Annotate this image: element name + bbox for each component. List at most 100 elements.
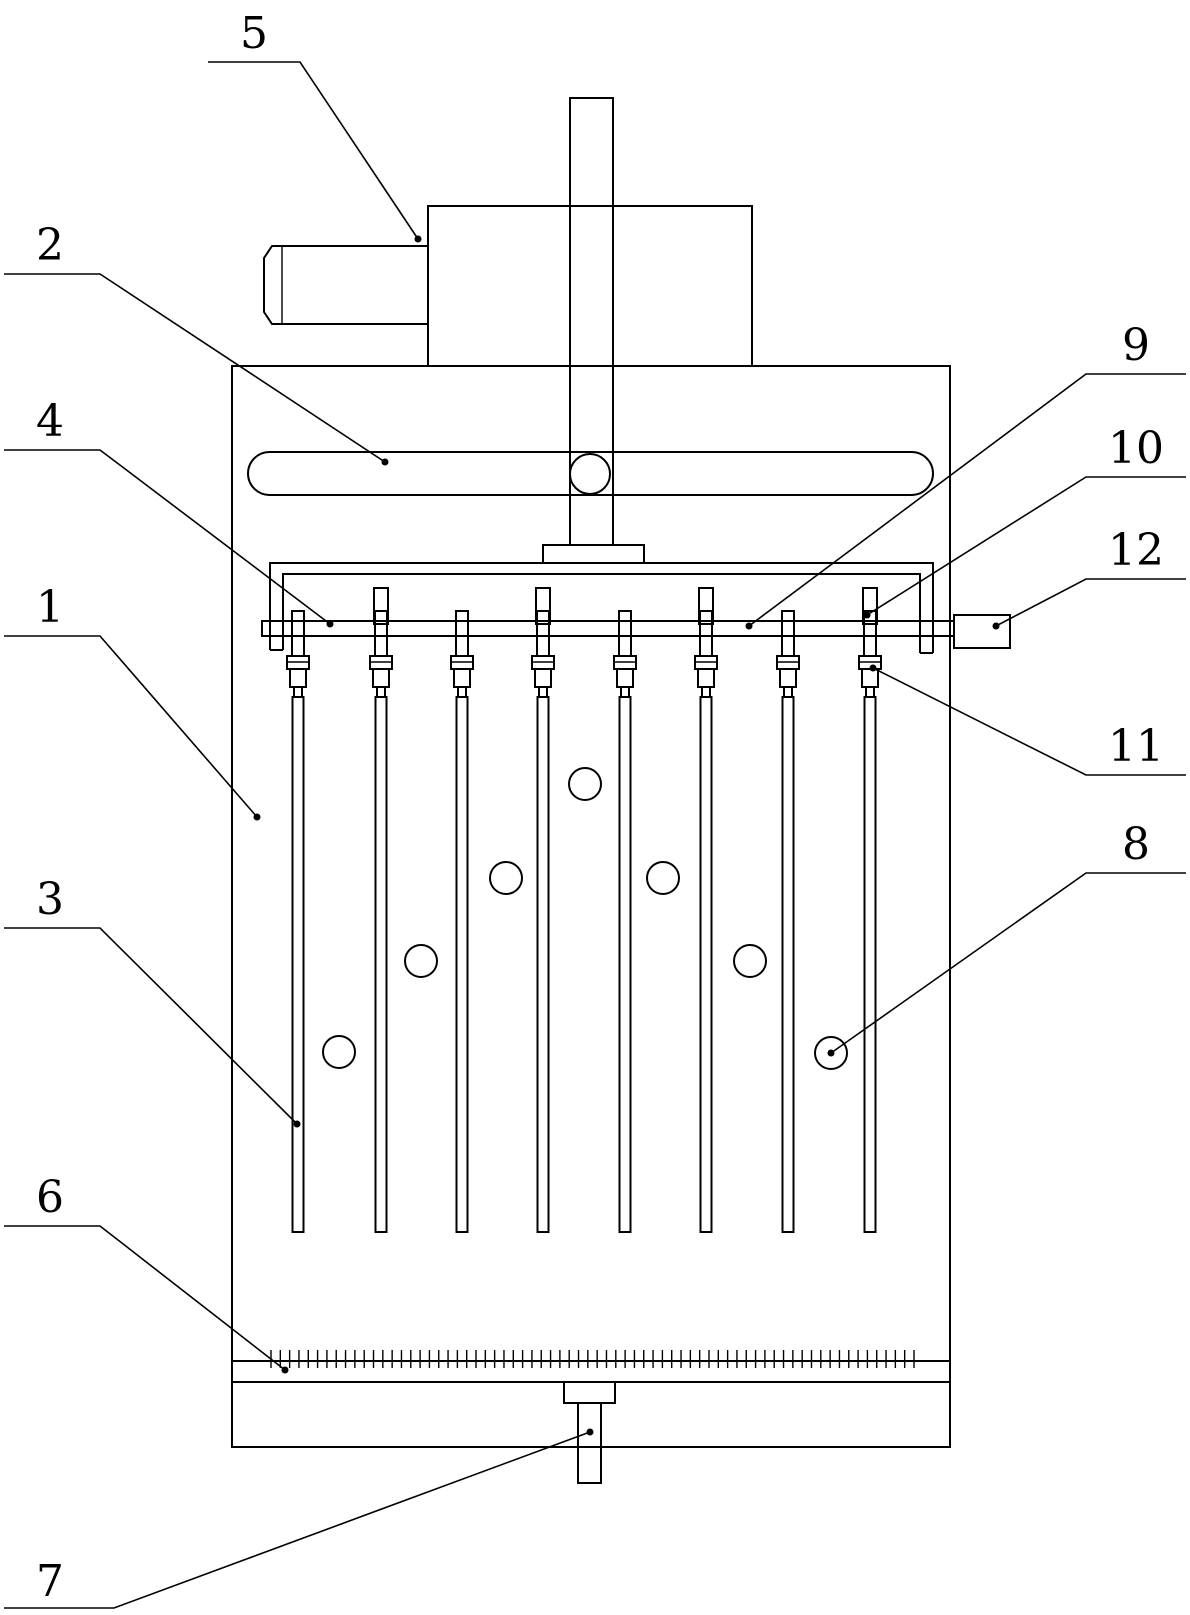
pinion-shaft <box>577 1402 602 1484</box>
leader-5 <box>208 61 419 240</box>
rod-clamp-pin-3 <box>453 668 471 688</box>
rod-clamp-neck-5 <box>620 686 630 698</box>
callout-8: 8 <box>1122 819 1150 870</box>
rod-8 <box>863 696 877 1233</box>
main-frame <box>231 365 951 1448</box>
leader-1-dot <box>253 813 261 821</box>
hole-group <box>322 767 848 1070</box>
cam-2 <box>535 587 551 625</box>
rod-clamp-neck-8 <box>865 686 875 698</box>
callout-9: 9 <box>1122 320 1150 371</box>
leader-11 <box>872 667 1186 776</box>
cam-group <box>373 587 878 625</box>
callout-2: 2 <box>36 220 64 271</box>
hanger-bracket-outer <box>269 562 934 653</box>
shaft-flange <box>542 544 645 564</box>
motor-assembly <box>263 205 753 367</box>
rod-assembly-6 <box>694 610 718 1233</box>
leader-3-dot <box>293 1120 301 1128</box>
leader-7-dot <box>586 1428 594 1436</box>
guide-slot <box>247 451 934 496</box>
rod-6 <box>699 696 713 1233</box>
rod-clamp-pin-8 <box>861 668 879 688</box>
leader-9-dot <box>745 622 753 630</box>
rod-clamp-neck-4 <box>538 686 548 698</box>
callout-10: 10 <box>1108 423 1164 474</box>
leader-lines <box>4 61 1186 1609</box>
rod-7 <box>781 696 795 1233</box>
hole-2 <box>489 861 523 895</box>
leader-8 <box>830 872 1186 1054</box>
pinion-block <box>563 1381 616 1404</box>
hole-7 <box>814 1036 848 1070</box>
hole-3 <box>646 861 680 895</box>
leader-3 <box>4 927 298 1125</box>
rod-clamp-neck-6 <box>701 686 711 698</box>
leader-4 <box>4 449 331 625</box>
rod-clamp-neck-7 <box>783 686 793 698</box>
leader-6 <box>4 1225 286 1371</box>
callout-1: 1 <box>36 582 64 633</box>
rod-clamp-neck-2 <box>376 686 386 698</box>
cam-1 <box>373 587 389 625</box>
rod-1 <box>291 696 305 1233</box>
leader-11-dot <box>869 664 877 672</box>
rod-assembly-1 <box>286 610 310 1233</box>
slot-roller <box>569 453 611 495</box>
leader-7 <box>4 1431 591 1609</box>
rod-clamp-top-3 <box>455 610 469 657</box>
leader-8-dot <box>827 1049 835 1057</box>
leader-2 <box>4 273 386 463</box>
leader-5-dot <box>414 235 422 243</box>
motor-body <box>263 245 428 325</box>
cam-4 <box>862 587 878 625</box>
rod-assembly-2 <box>369 610 393 1233</box>
rod-clamp-pin-5 <box>616 668 634 688</box>
callout-11: 11 <box>1108 721 1164 772</box>
rod-assembly-3 <box>450 610 474 1233</box>
shaft-drive-end <box>953 614 1011 649</box>
callout-3: 3 <box>36 874 64 925</box>
rod-clamp-top-1 <box>291 610 305 657</box>
hole-4 <box>404 944 438 978</box>
rod-assembly-7 <box>776 610 800 1233</box>
rod-clamp-top-2 <box>374 610 388 657</box>
cam-3 <box>698 587 714 625</box>
hanger-bracket-inner <box>282 573 921 653</box>
rack-teeth <box>270 1350 915 1368</box>
rod-3 <box>455 696 469 1233</box>
rod-clamp-top-4 <box>536 610 550 657</box>
rod-2 <box>374 696 388 1233</box>
hole-6 <box>322 1035 356 1069</box>
rod-group <box>286 610 882 1233</box>
rod-clamp-pin-7 <box>779 668 797 688</box>
leader-9 <box>748 373 1186 627</box>
leader-12 <box>995 578 1186 627</box>
leader-1 <box>4 635 258 818</box>
leader-4-dot <box>326 620 334 628</box>
rod-clamp-top-7 <box>781 610 795 657</box>
rod-clamp-top-5 <box>618 610 632 657</box>
rod-assembly-8 <box>858 610 882 1233</box>
rod-assembly-4 <box>531 610 555 1233</box>
rod-clamp-pin-4 <box>534 668 552 688</box>
leader-6-dot <box>281 1366 289 1374</box>
rod-clamp-pin-6 <box>697 668 715 688</box>
rod-clamp-top-6 <box>699 610 713 657</box>
callout-6: 6 <box>36 1172 64 1223</box>
leader-10-dot <box>863 611 871 619</box>
callout-4: 4 <box>36 396 64 447</box>
rod-clamp-neck-1 <box>293 686 303 698</box>
gearbox-housing <box>427 205 753 367</box>
leader-2-dot <box>381 458 389 466</box>
callout-5: 5 <box>240 8 268 59</box>
rod-4 <box>536 696 550 1233</box>
rod-5 <box>618 696 632 1233</box>
rod-clamp-pin-1 <box>289 668 307 688</box>
callout-12: 12 <box>1108 525 1164 576</box>
vertical-shaft <box>569 97 614 546</box>
rod-clamp-pin-2 <box>372 668 390 688</box>
leader-10 <box>866 476 1186 616</box>
hole-5 <box>733 944 767 978</box>
